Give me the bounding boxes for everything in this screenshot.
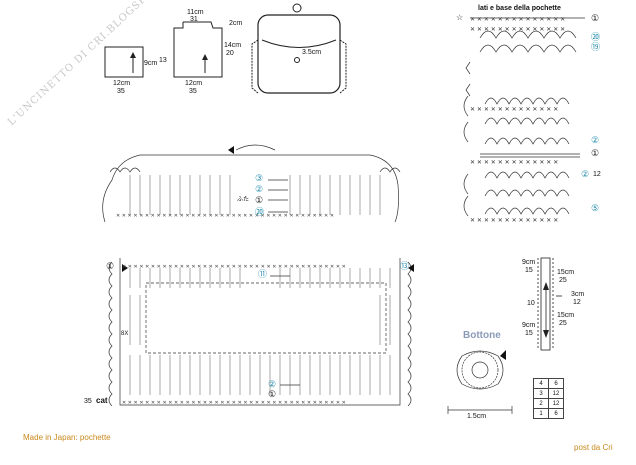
main-mark-3: ①	[255, 195, 264, 205]
main-mark-1: ③	[255, 173, 264, 183]
svg-text:✕ ✕ ✕ ✕ ✕ ✕ ✕ ✕ ✕ ✕ ✕ ✕ ✕ ✕ ✕: ✕ ✕ ✕ ✕ ✕ ✕ ✕ ✕ ✕ ✕ ✕ ✕ ✕ ✕ ✕ ✕ ✕ ✕ ✕ ✕ …	[116, 213, 334, 219]
svg-text:✕ ✕ ✕ ✕ ✕ ✕ ✕ ✕ ✕ ✕ ✕ ✕ ✕: ✕ ✕ ✕ ✕ ✕ ✕ ✕ ✕ ✕ ✕ ✕ ✕ ✕	[470, 159, 558, 166]
table-cell: 2	[533, 398, 549, 409]
strap-ten: 10	[527, 300, 535, 307]
strap-b-cm: 15cm	[557, 312, 575, 319]
strap-top-cm: 9cm	[522, 259, 536, 266]
strap-a-n: 12	[573, 299, 581, 306]
main-count-unit: cat	[96, 396, 108, 405]
strap-bot-n: 15	[525, 330, 533, 337]
svg-text:✕ ✕ ✕ ✕ ✕ ✕ ✕ ✕ ✕ ✕ ✕ ✕ ✕: ✕ ✕ ✕ ✕ ✕ ✕ ✕ ✕ ✕ ✕ ✕ ✕ ✕	[470, 217, 558, 224]
main-mark-7: ⑬	[400, 261, 410, 271]
schema-mid-top-n: 31	[190, 16, 198, 23]
table-cell: 12	[548, 398, 564, 409]
strap-mid-cm: 15cm	[557, 269, 575, 276]
panel-right-mark-3: ⑲	[591, 42, 601, 52]
table-cell: 3	[533, 388, 549, 399]
footer-right-caption: post da Cri	[574, 443, 613, 452]
main-mark-10: ①	[268, 389, 277, 399]
main-side-left: 8X	[121, 331, 129, 337]
strap-top-n: 15	[525, 267, 533, 274]
main-mark-2: ②	[255, 184, 264, 194]
schema-left-w-n: 35	[117, 88, 125, 95]
main-mark-4: ⑳	[255, 207, 265, 217]
svg-text:✕ ✕ ✕ ✕ ✕ ✕ ✕ ✕ ✕ ✕ ✕ ✕ ✕: ✕ ✕ ✕ ✕ ✕ ✕ ✕ ✕ ✕ ✕ ✕ ✕ ✕	[470, 106, 558, 113]
star-icon: ☆	[456, 13, 464, 22]
schema-mid-flap-cm: 2cm	[229, 20, 243, 27]
svg-text:✕ ✕ ✕ ✕ ✕ ✕ ✕ ✕ ✕ ✕ ✕ ✕ ✕ ✕: ✕ ✕ ✕ ✕ ✕ ✕ ✕ ✕ ✕ ✕ ✕ ✕ ✕ ✕	[470, 16, 565, 23]
panel-right-mark-2: ⑳	[591, 32, 601, 42]
panel-right-mark-8: ⑤	[591, 203, 600, 213]
main-mark-9: ②	[268, 379, 277, 389]
schema-mid-h-n: 20	[226, 50, 234, 57]
strap-b-n: 25	[559, 320, 567, 327]
table-cell: 4	[533, 378, 549, 389]
panel-right-mark-7: 12	[593, 171, 601, 178]
schema-left-w-cm: 12cm	[113, 80, 131, 87]
schema-mid-w-cm: 12cm	[185, 80, 203, 87]
table-cell: 12	[548, 388, 564, 399]
schema-mid-top-cm: 11cm	[187, 9, 204, 16]
table-cell: 1	[533, 408, 549, 419]
panel-right-mark-4: ②	[591, 135, 600, 145]
svg-text:✕ ✕ ✕ ✕ ✕ ✕ ✕ ✕ ✕ ✕ ✕ ✕ ✕ ✕ ✕: ✕ ✕ ✕ ✕ ✕ ✕ ✕ ✕ ✕ ✕ ✕ ✕ ✕ ✕ ✕ ✕ ✕ ✕ ✕ ✕ …	[122, 400, 346, 406]
panel-right-mark-6: ②	[581, 169, 590, 179]
strap-a-cm: 3cm	[571, 291, 585, 298]
button-title: Bottone	[463, 330, 501, 341]
schema-mid-w-n: 35	[189, 88, 197, 95]
panel-right-title: lati e base della pochette	[478, 5, 561, 12]
main-mark-6: ①	[106, 261, 115, 271]
footer-left-caption: Made in Japan: pochette	[23, 433, 111, 442]
table-cell: 6	[548, 408, 564, 419]
svg-text:✕ ✕ ✕ ✕ ✕ ✕ ✕ ✕ ✕ ✕ ✕ ✕ ✕ ✕ ✕: ✕ ✕ ✕ ✕ ✕ ✕ ✕ ✕ ✕ ✕ ✕ ✕ ✕ ✕ ✕ ✕ ✕ ✕ ✕ ✕ …	[122, 264, 346, 270]
schema-purse-label: 3.5cm	[302, 49, 322, 56]
table-cell: 6	[548, 378, 564, 389]
schema-left-h-cm: 9cm	[144, 60, 158, 67]
schema-mid-h-cm: 14cm	[224, 42, 242, 49]
main-mark-5: ⑪	[258, 269, 268, 279]
strap-bot-cm: 9cm	[522, 322, 536, 329]
panel-right-mark-5: ①	[591, 148, 600, 158]
main-jp-label: ふた	[237, 197, 250, 203]
strap-mid-n: 25	[559, 277, 567, 284]
svg-text:✕ ✕ ✕ ✕ ✕ ✕ ✕ ✕ ✕ ✕ ✕ ✕ ✕ ✕: ✕ ✕ ✕ ✕ ✕ ✕ ✕ ✕ ✕ ✕ ✕ ✕ ✕ ✕	[470, 26, 565, 33]
schema-left-h-n: 13	[159, 57, 167, 64]
panel-right-mark-1: ①	[591, 13, 600, 23]
button-size: 1.5cm	[467, 413, 487, 420]
main-count: 35	[84, 398, 92, 405]
